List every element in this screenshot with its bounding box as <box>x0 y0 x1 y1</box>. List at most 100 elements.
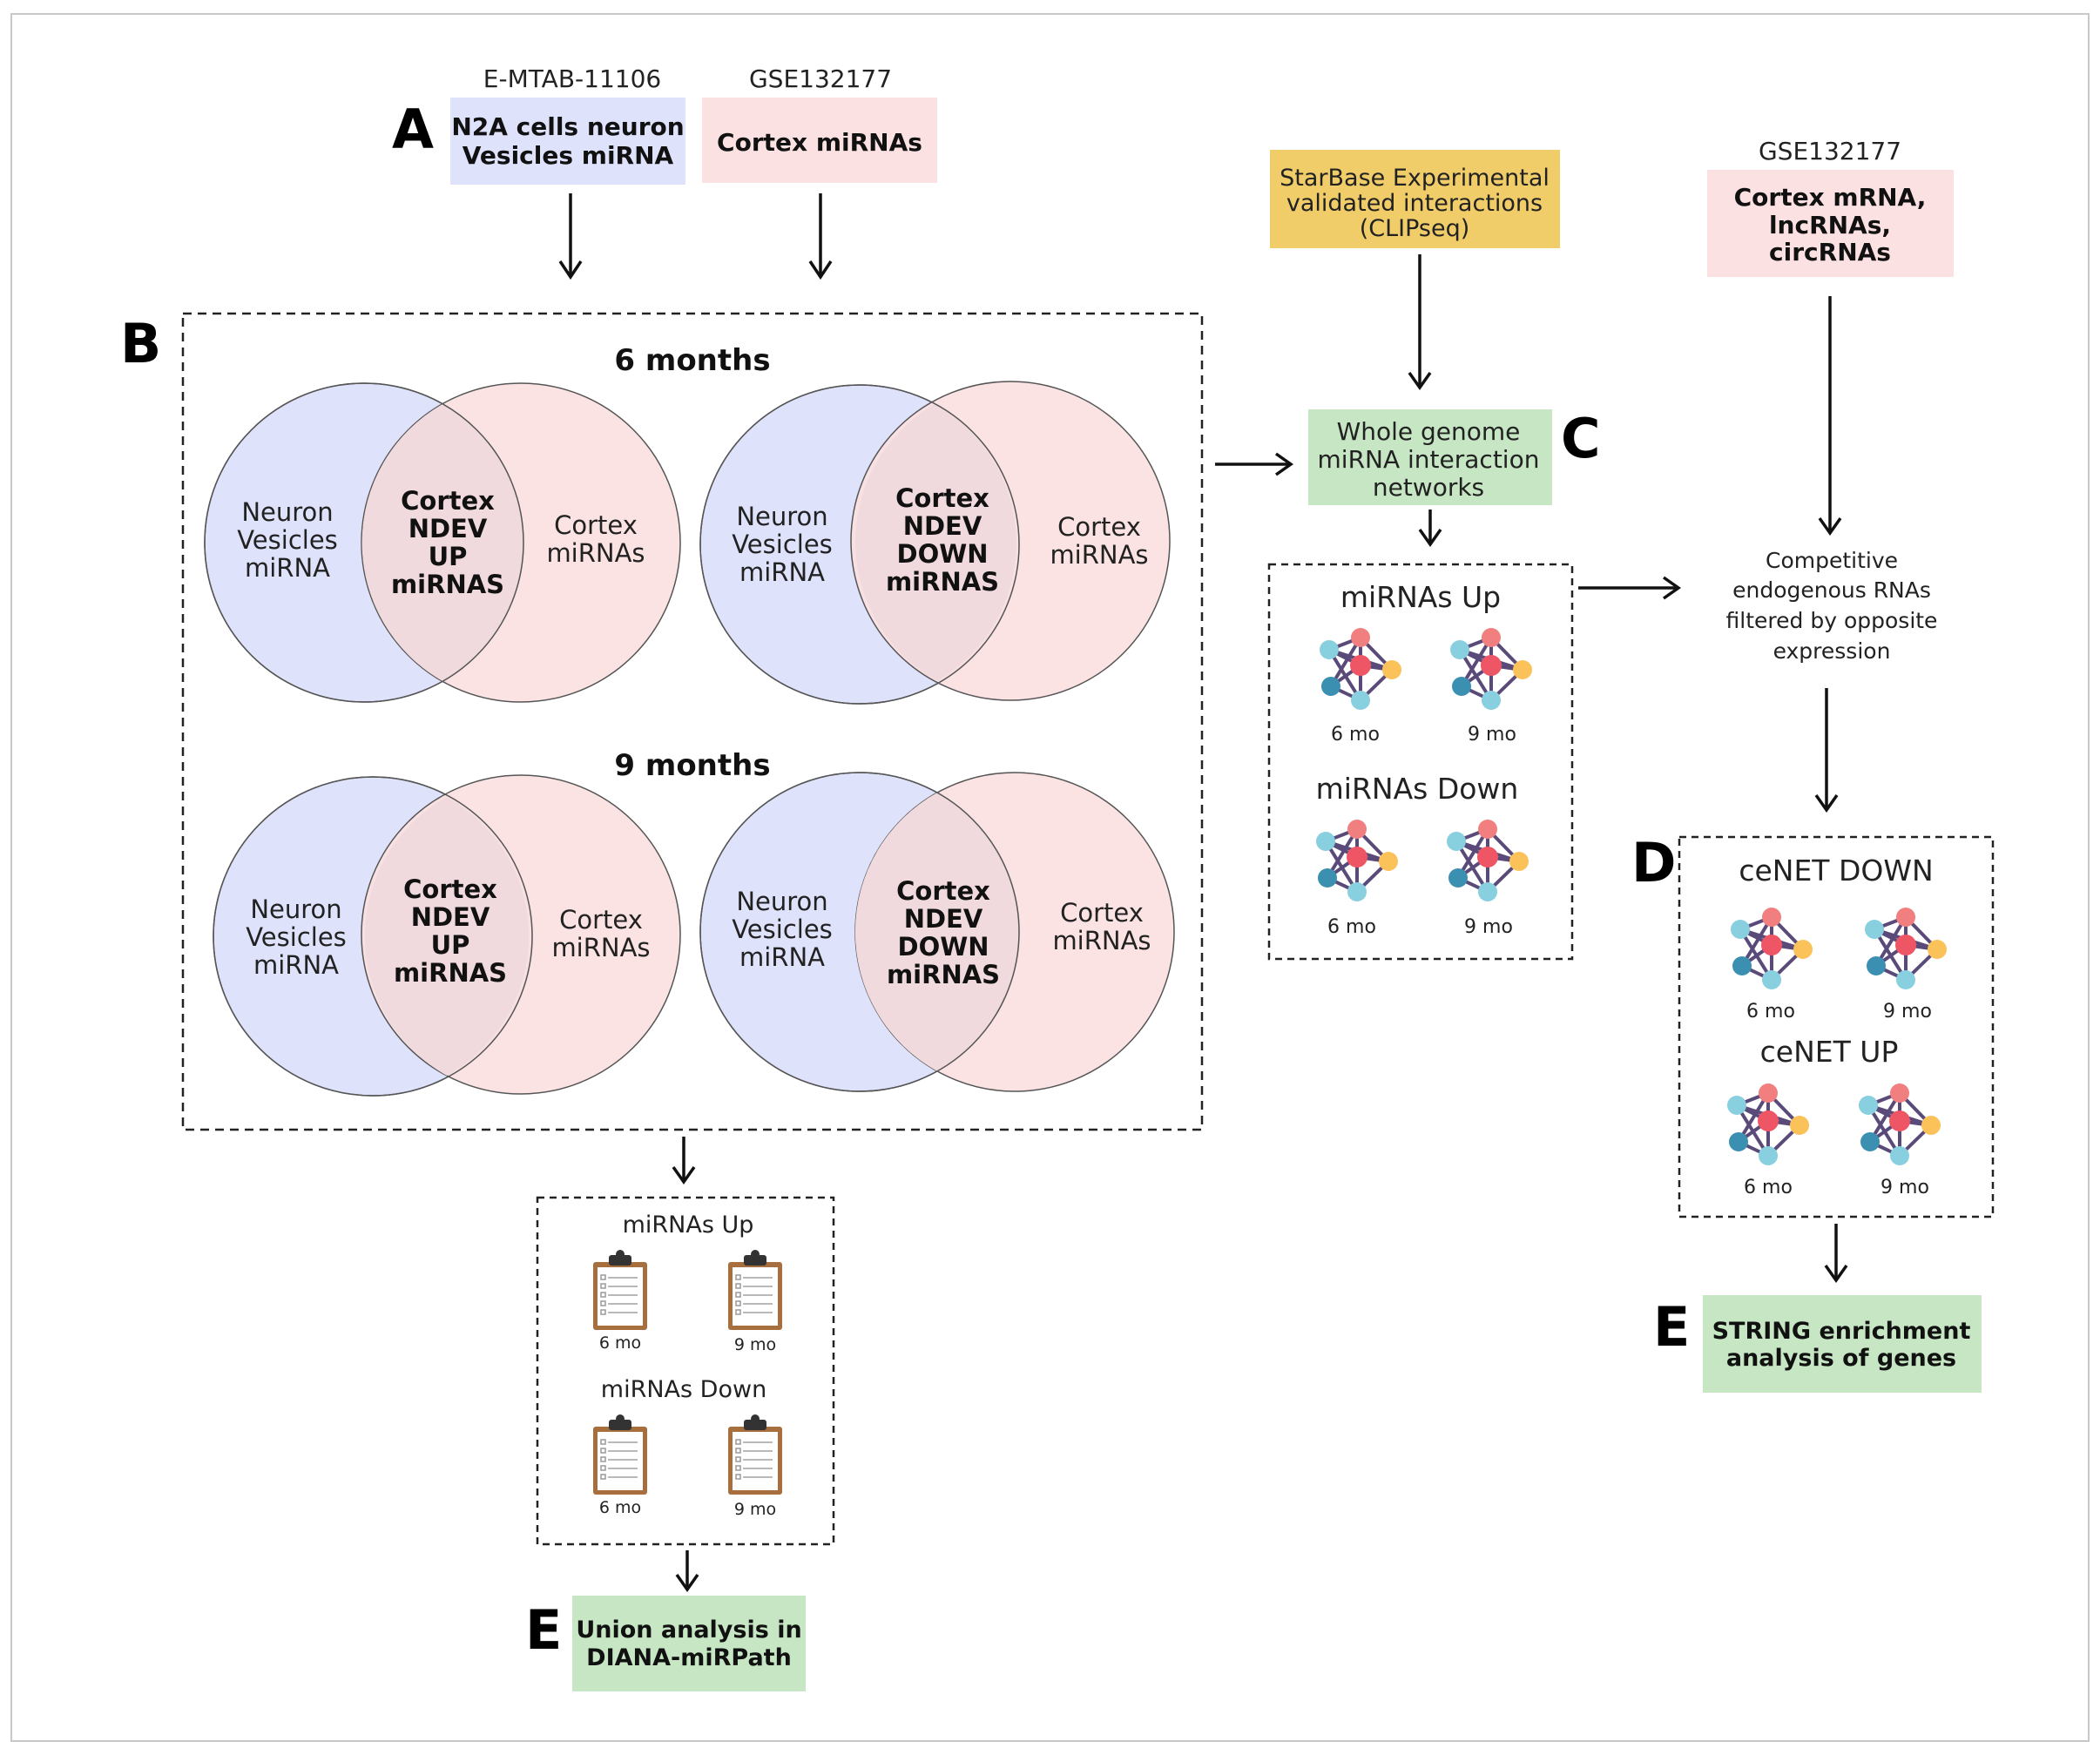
starbase-box-line1: StarBase Experimental <box>1280 165 1550 192</box>
venn-right-line2: miRNAs <box>1052 926 1151 955</box>
panel-c-letter: C <box>1561 407 1601 470</box>
venn-left-line1: Neuron <box>241 497 333 527</box>
starbase-box-line2: validated interactions <box>1286 190 1543 217</box>
venn-center-line3: DOWN <box>898 932 989 962</box>
venn-center-line3: UP <box>429 542 468 571</box>
venn-center-line3: UP <box>431 930 470 960</box>
right-source-box <box>1707 170 1954 277</box>
whole-genome-line1: Whole genome <box>1337 417 1521 446</box>
whole-genome-line3: networks <box>1373 473 1484 502</box>
venn-9mo-up: Neuron Vesicles miRNA Cortex NDEV UP miR… <box>213 774 681 1097</box>
network-icon <box>1448 626 1534 712</box>
venn-left-line3: miRNA <box>739 557 825 587</box>
lists-down-label-6: 6 mo <box>599 1498 641 1517</box>
networks-dashed-box <box>1267 563 1574 961</box>
venn-center-line1: Cortex <box>895 483 989 513</box>
networks-down-label-6: 6 mo <box>1327 916 1376 938</box>
figure-frame <box>10 13 2090 1742</box>
arrow-d-to-string <box>1824 1224 1848 1284</box>
venn-left-line1: Neuron <box>736 887 827 916</box>
venn-left-line1: Neuron <box>736 502 827 531</box>
venn-center-line4: miRNAS <box>394 958 507 988</box>
arrow-b-to-c <box>1215 452 1294 476</box>
venn-left-line3: miRNA <box>253 950 339 980</box>
arrow-starbase-to-c <box>1408 254 1432 391</box>
network-icon <box>1318 626 1403 712</box>
venn-right-line2: miRNAs <box>546 538 645 568</box>
network-icon <box>1445 818 1530 903</box>
arrow-b-to-lists <box>672 1137 696 1185</box>
arrow-lists-to-diana <box>675 1550 699 1593</box>
lists-up-title: miRNAs Up <box>623 1212 754 1239</box>
cenet-dashed-box <box>1678 835 1995 1218</box>
clipboard-icon <box>727 1414 783 1495</box>
venn-left-line2: Vesicles <box>246 922 347 952</box>
cenet-up-title: ceNET UP <box>1760 1035 1899 1069</box>
source2-box <box>702 98 937 183</box>
venn-left-line3: miRNA <box>245 553 330 583</box>
starbase-box <box>1270 150 1560 248</box>
venn-6mo-down: Neuron Vesicles miRNA Cortex NDEV DOWN m… <box>699 381 1171 705</box>
networks-down-title: miRNAs Down <box>1316 772 1519 806</box>
right-source-line3: circRNAs <box>1769 238 1891 267</box>
networks-up-label-9: 9 mo <box>1468 724 1516 746</box>
venn-center-line1: Cortex <box>896 876 990 906</box>
source1-box <box>450 98 685 185</box>
venn-right-line2: miRNAs <box>551 933 650 962</box>
cenet-up-label-9: 9 mo <box>1881 1177 1929 1198</box>
whole-genome-line2: miRNA interaction <box>1318 445 1540 474</box>
venn-9mo-down: Neuron Vesicles miRNA Cortex NDEV DOWN m… <box>699 772 1175 1092</box>
venn-center-line3: DOWN <box>897 539 989 569</box>
arrow-competitive-to-d <box>1814 688 1839 813</box>
arrow-source-to-competitive <box>1818 296 1842 537</box>
venn-right-line1: Cortex <box>559 905 643 935</box>
venn-center-line4: miRNAS <box>887 960 1000 989</box>
diana-box <box>572 1596 806 1691</box>
clipboard-icon <box>592 1414 648 1495</box>
panel-a-letter: A <box>392 98 434 161</box>
panel-d-letter: D <box>1631 831 1676 894</box>
venn-center-line4: miRNAS <box>391 570 504 599</box>
venn-center-line2: NDEV <box>903 511 982 541</box>
arrow-c-to-networks <box>1418 510 1442 548</box>
starbase-box-line3: (CLIPseq) <box>1360 215 1470 242</box>
networks-up-label-6: 6 mo <box>1331 724 1380 746</box>
venn-6mo-up: Neuron Vesicles miRNA Cortex NDEV UP miR… <box>204 382 681 703</box>
source1-accession: E-MTAB-11106 <box>483 64 661 93</box>
venn-center-line1: Cortex <box>403 874 497 904</box>
competitive-line3: filtered by opposite <box>1726 608 1938 633</box>
venn-left-line1: Neuron <box>250 894 341 924</box>
network-icon <box>1857 1082 1942 1167</box>
venn-center-line1: Cortex <box>401 486 495 516</box>
cenet-down-label-6: 6 mo <box>1746 1001 1795 1023</box>
lists-down-label-9: 9 mo <box>734 1500 776 1519</box>
venn-center-line2: NDEV <box>409 514 488 543</box>
competitive-line1: Competitive <box>1766 548 1898 573</box>
lists-down-title: miRNAs Down <box>601 1376 766 1403</box>
cenet-down-label-9: 9 mo <box>1883 1001 1932 1023</box>
source1-box-line1: N2A cells neuron <box>451 112 684 141</box>
whole-genome-box <box>1308 409 1552 505</box>
networks-up-title: miRNAs Up <box>1340 580 1501 614</box>
clipboard-icon <box>592 1249 648 1331</box>
right-e-letter: E <box>1653 1295 1690 1359</box>
source2-box-label: Cortex miRNAs <box>717 128 922 157</box>
cenet-up-label-6: 6 mo <box>1744 1177 1793 1198</box>
diana-box-line2: DIANA-miRPath <box>586 1644 792 1671</box>
venn-right-line1: Cortex <box>1060 898 1144 928</box>
venn-right-line2: miRNAs <box>1050 540 1148 570</box>
panel-b-dashed-box <box>181 312 1204 1131</box>
networks-down-label-9: 9 mo <box>1464 916 1513 938</box>
source1-box-line2: Vesicles miRNA <box>463 141 674 170</box>
arrow-networks-to-competitive <box>1578 576 1682 600</box>
network-icon <box>1729 906 1814 991</box>
cenet-down-title: ceNET DOWN <box>1739 854 1933 888</box>
lists-up-label-9: 9 mo <box>734 1335 776 1354</box>
network-icon <box>1863 906 1948 991</box>
venn-center-line2: NDEV <box>904 904 983 934</box>
venn-right-line1: Cortex <box>1057 512 1141 542</box>
competitive-line4: expression <box>1773 638 1891 664</box>
network-icon <box>1314 818 1400 903</box>
heading-6-months: 6 months <box>614 343 770 378</box>
